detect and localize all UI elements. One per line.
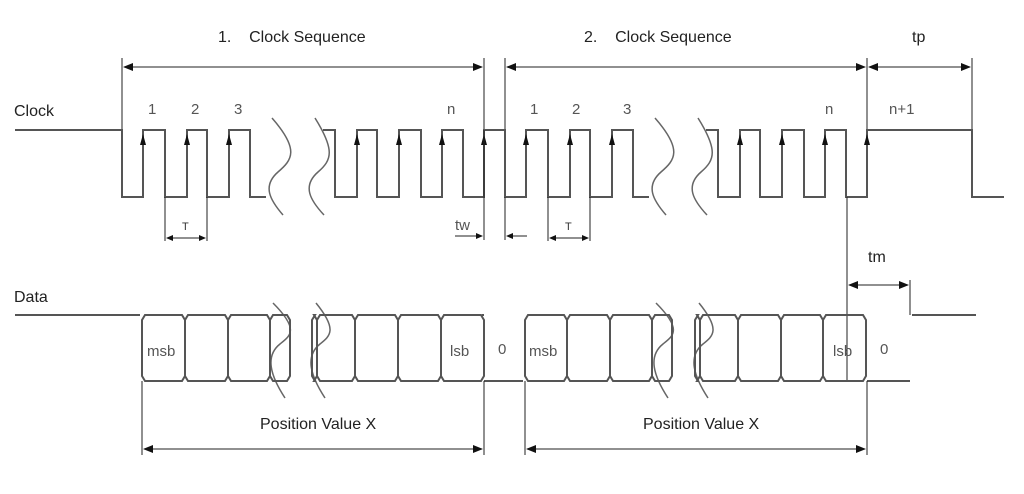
- data-bit-cell: [822, 314, 867, 382]
- data-bit-cell: [440, 314, 485, 382]
- data-bit-cell: [694, 314, 701, 382]
- data-bit-cell: [184, 314, 229, 382]
- data-bit-cell: [227, 314, 271, 382]
- lsb-label: lsb: [450, 343, 469, 360]
- rising-edge-arrow: [567, 134, 573, 145]
- data-bit-cell: [269, 314, 291, 382]
- data-bit-cell: [780, 314, 824, 382]
- data-idle-line: [15, 314, 976, 382]
- pulse-number: 1: [530, 101, 538, 118]
- break-squiggles: [268, 117, 714, 399]
- sequence-2-label: 2. Clock Sequence: [584, 29, 732, 46]
- period-label: T: [565, 221, 572, 233]
- rising-edge-arrow: [396, 134, 402, 145]
- rising-edge-arrow: [226, 134, 232, 145]
- position-value-dimensions: [141, 381, 868, 455]
- pulse-number: n: [447, 101, 455, 118]
- rising-edge-arrow: [523, 134, 529, 145]
- data-label: Data: [14, 289, 48, 306]
- data-bit-cell: [699, 314, 739, 382]
- tp-label: tp: [912, 29, 925, 46]
- pulse-number: 1: [148, 101, 156, 118]
- tw-label: tw: [455, 217, 470, 234]
- data-bit-cell: [609, 314, 653, 382]
- tm-label: tm: [868, 249, 886, 266]
- pulse-number: 3: [623, 101, 631, 118]
- msb-label: msb: [529, 343, 557, 360]
- period-label: T: [182, 221, 189, 233]
- pulse-number: 2: [191, 101, 199, 118]
- rising-edge-arrow: [439, 134, 445, 145]
- pulse-number: 3: [234, 101, 242, 118]
- sequence-1-label: 1. Clock Sequence: [218, 29, 366, 46]
- zero-bit-label: 0: [498, 341, 506, 358]
- pulse-number: n: [825, 101, 833, 118]
- clock-label: Clock: [14, 103, 55, 120]
- rising-edge-arrow: [737, 134, 743, 145]
- lsb-label: lsb: [833, 343, 852, 360]
- position-value-label: Position Value X: [260, 416, 377, 433]
- data-bit-cell: [737, 314, 782, 382]
- data-bit-cell: [524, 314, 568, 382]
- rising-edge-arrow: [140, 134, 146, 145]
- data-bit-cell: [651, 314, 673, 382]
- rising-edge-arrow: [864, 134, 870, 145]
- rising-edge-arrow: [184, 134, 190, 145]
- clock-sequence-dimensions: [121, 58, 973, 130]
- clock-waveform: [15, 129, 1004, 198]
- rising-edge-arrows: [140, 134, 870, 145]
- zero-bit-label: 0: [880, 341, 888, 358]
- rising-edge-arrow: [779, 134, 785, 145]
- data-bit-cell: [354, 314, 399, 382]
- data-bit-cells: [141, 314, 867, 382]
- rising-edge-arrow: [822, 134, 828, 145]
- rising-edge-arrow: [609, 134, 615, 145]
- pulse-number: 2: [572, 101, 580, 118]
- position-value-label: Position Value X: [643, 416, 760, 433]
- data-bit-cell: [566, 314, 611, 382]
- data-bit-cell: [141, 314, 186, 382]
- msb-label: msb: [147, 343, 175, 360]
- data-bit-cell: [316, 314, 356, 382]
- rising-edge-arrow: [354, 134, 360, 145]
- period-markers: [164, 130, 591, 241]
- data-bit-cell: [311, 314, 318, 382]
- pulse-number-extra: n+1: [889, 101, 914, 118]
- data-bit-cell: [397, 314, 442, 382]
